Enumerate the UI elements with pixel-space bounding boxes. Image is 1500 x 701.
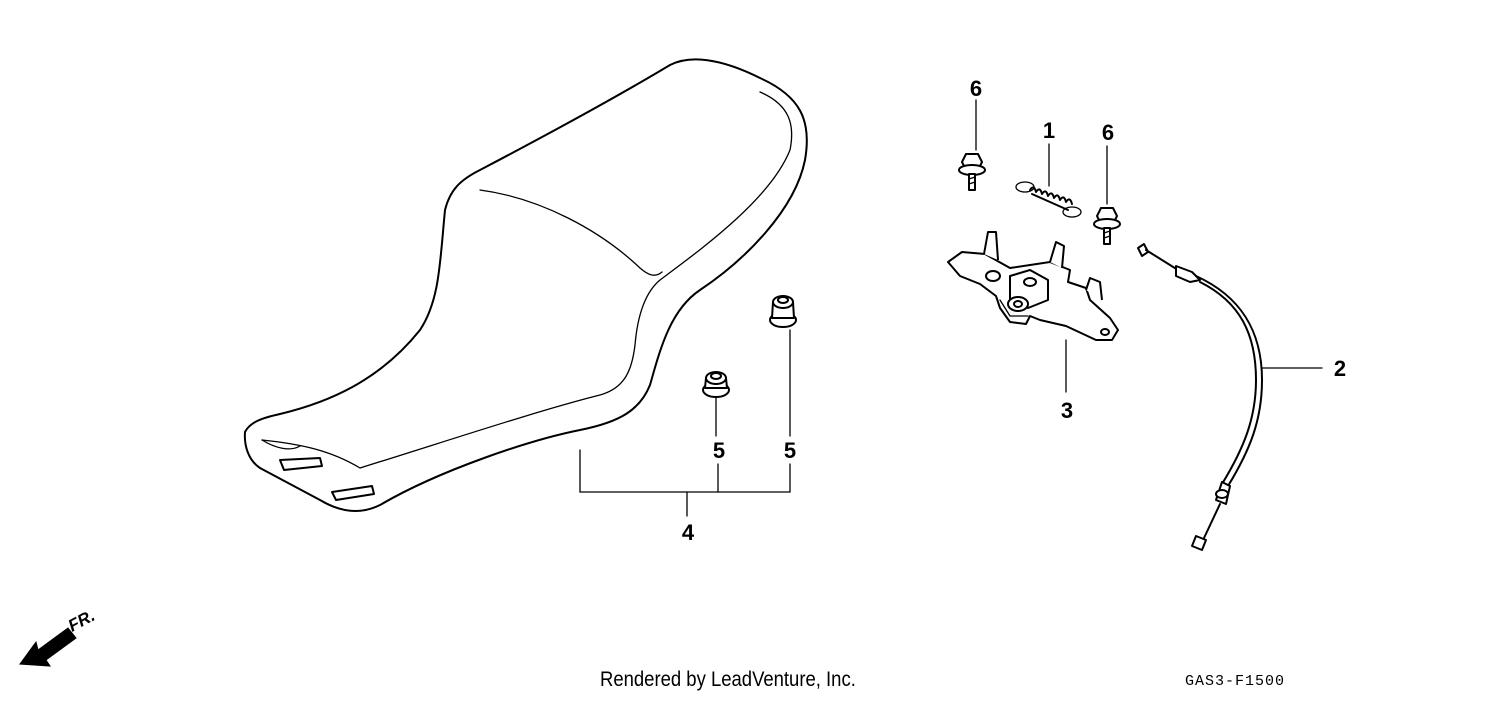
grommet-right[interactable] bbox=[769, 295, 797, 328]
grommet-left[interactable] bbox=[702, 371, 730, 398]
callout-6-left: 6 bbox=[970, 76, 982, 101]
spring[interactable] bbox=[1015, 181, 1082, 218]
bolt-left[interactable] bbox=[958, 153, 986, 191]
leader-lines-4-5 bbox=[579, 329, 791, 517]
callout-6-right: 6 bbox=[1102, 120, 1114, 145]
seat-lock-cable[interactable] bbox=[1137, 243, 1263, 551]
callout-5-left: 5 bbox=[713, 438, 725, 463]
callout-2: 2 bbox=[1334, 356, 1346, 381]
callout-4: 4 bbox=[682, 520, 695, 545]
front-direction-arrow-icon bbox=[19, 627, 77, 667]
seat-lock-bracket[interactable] bbox=[947, 231, 1119, 341]
bolt-right[interactable] bbox=[1093, 207, 1121, 245]
render-credit: Rendered by LeadVenture, Inc. bbox=[600, 668, 856, 691]
seat[interactable] bbox=[243, 58, 808, 512]
callout-1: 1 bbox=[1043, 118, 1055, 143]
callout-3: 3 bbox=[1061, 398, 1073, 423]
diagram-code: GAS3-F1500 bbox=[1185, 673, 1286, 690]
callout-5-right: 5 bbox=[784, 438, 796, 463]
